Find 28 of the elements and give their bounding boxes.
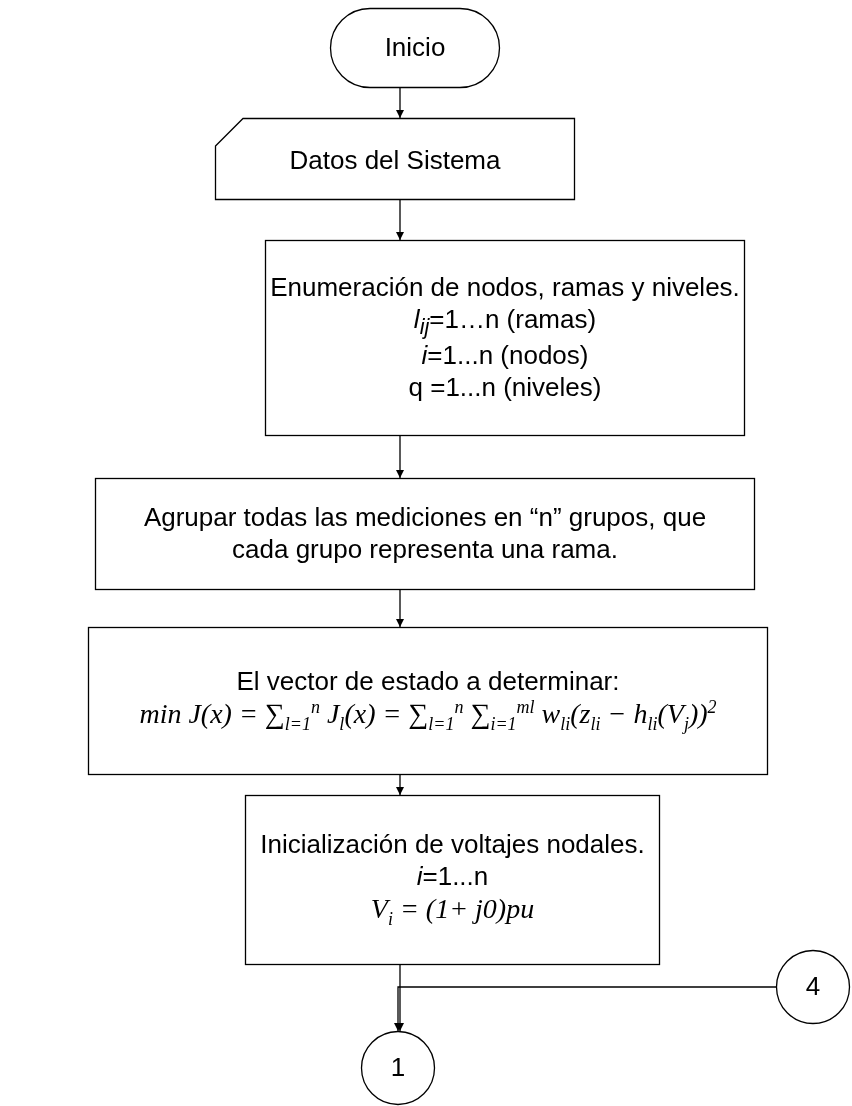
step-text: Inicio <box>384 32 446 64</box>
process-box <box>88 627 768 775</box>
arrow <box>396 199 404 241</box>
formula: min J(x) = ∑$_{l=1}$$^{n}$ J$_{l}$(x) = ∑$_{l=1}$$^{n}$ ∑$_{i=1}$$^{ml}$ w$_{li}$(z$_{li}$ − h$_{li}$(V$_{j}$))$^{2}$ <box>139 697 717 737</box>
step-text: Enumeración de nodos, ramas y niveles. <box>270 272 740 304</box>
arrow <box>396 87 404 119</box>
arrow <box>396 774 404 796</box>
arrow <box>394 986 777 1032</box>
step-text: Datos del Sistema <box>289 145 501 177</box>
connector-circle <box>776 950 850 1024</box>
step-detail: q =1...n (niveles) <box>408 372 602 404</box>
connector-circle <box>361 1031 435 1105</box>
step-detail: l$_{ij}$=1…n (ramas) <box>413 303 597 341</box>
formula: V$_{i}$ = (1+ j0)pu <box>370 892 535 931</box>
step-detail: i=1...n (nodos) <box>421 340 589 373</box>
step-text: El vector de estado a determinar: <box>236 665 620 698</box>
step-text: Inicialización de voltajes nodales. <box>260 829 645 861</box>
manual-input-shape <box>215 118 575 200</box>
step-detail: i=1...n <box>416 860 489 893</box>
step-text: Agrupar todas las mediciones en “n” grupos, que cada grupo representa una rama. <box>142 502 708 566</box>
process-box <box>265 240 745 436</box>
connector-label: 4 <box>805 971 821 1003</box>
connector-label: 1 <box>390 1052 406 1084</box>
process-box <box>95 478 755 590</box>
arrow <box>396 589 404 628</box>
arrow <box>396 435 404 479</box>
process-box <box>245 795 660 965</box>
arrow <box>396 964 404 1032</box>
